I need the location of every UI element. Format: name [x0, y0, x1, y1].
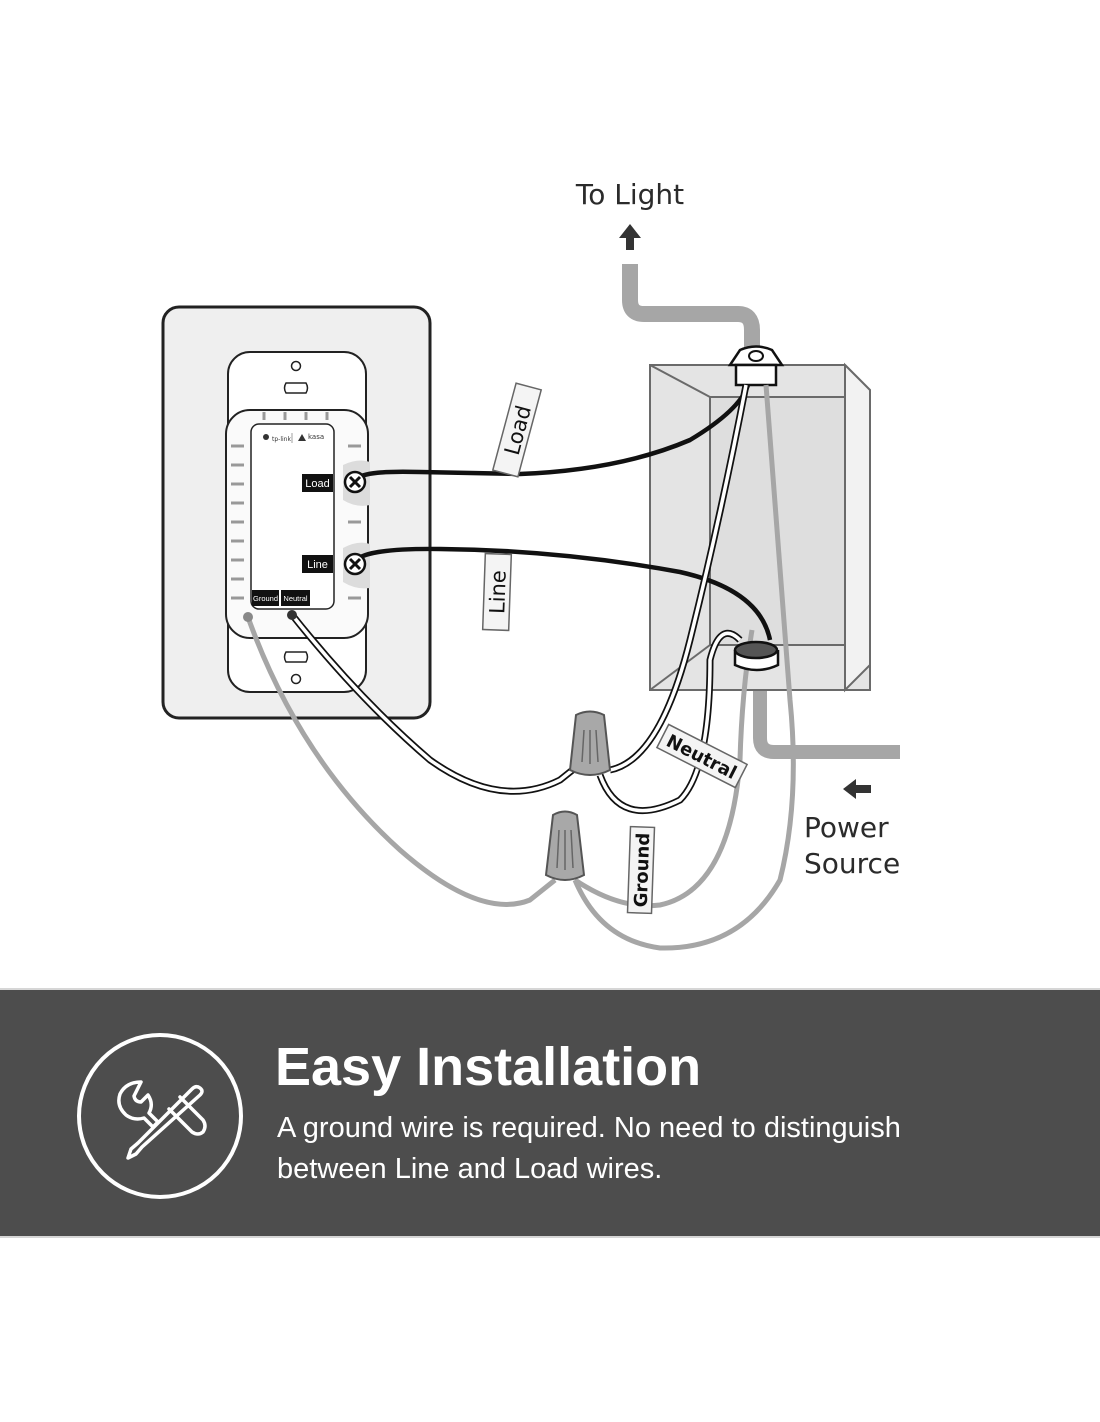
terminal-load-label: Load	[305, 478, 329, 490]
brand-tplink: tp-link	[272, 436, 291, 443]
wire-tag-load: Load	[491, 382, 543, 478]
power-source-label-line2: Source	[804, 847, 900, 880]
ground-terminal	[243, 612, 253, 622]
wrench-screwdriver-icon	[77, 1033, 243, 1199]
feature-banner: Easy Installation A ground wire is requi…	[0, 988, 1100, 1238]
wire-tag-line-text: Line	[485, 570, 511, 615]
terminal-line-label: Line	[307, 559, 328, 571]
kasa-logo-icon	[298, 434, 306, 441]
banner-title: Easy Installation	[275, 1037, 702, 1097]
wire-nut-neutral	[568, 710, 612, 776]
brand-kasa: kasa	[308, 433, 324, 441]
power-source-label-line1: Power	[804, 811, 889, 844]
conduit-power-source	[753, 690, 900, 759]
load-wire	[352, 384, 751, 483]
banner-description: A ground wire is required. No need to di…	[277, 1112, 901, 1185]
wire-tag-ground: Ground	[626, 825, 656, 915]
cable-clamp-bottom	[733, 640, 780, 672]
line-screw-icon	[343, 552, 367, 576]
wire-tag-ground-text: Ground	[631, 832, 655, 907]
terminal-ground-label: Ground	[253, 594, 278, 603]
neutral-terminal	[287, 610, 297, 620]
wire-tag-line: Line	[481, 552, 513, 632]
conduit-to-light	[622, 264, 760, 350]
smart-switch: tp-link kasa Load Line Ground Neutral	[225, 409, 370, 639]
line-wire	[351, 546, 773, 641]
arrow-up-icon	[619, 224, 641, 250]
terminal-neutral-label: Neutral	[283, 594, 308, 603]
cable-clamp-top	[727, 345, 785, 387]
arrow-left-icon	[843, 779, 871, 799]
load-screw-icon	[343, 470, 367, 494]
tplink-logo-icon	[263, 434, 269, 440]
wire-nut-ground	[544, 810, 586, 881]
to-light-label: To Light	[575, 178, 684, 211]
wiring-diagram: To Light	[161, 178, 900, 951]
